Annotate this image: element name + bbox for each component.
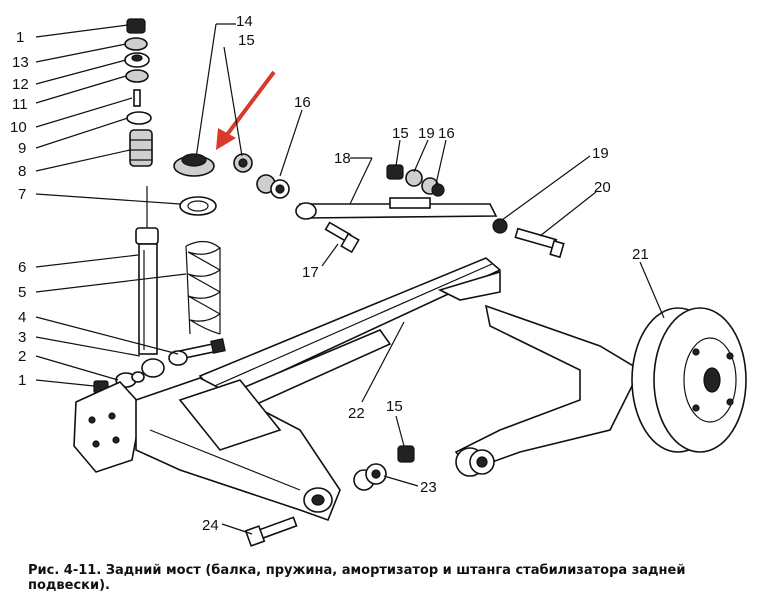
callout-24: 24 xyxy=(202,517,219,534)
bushing-3 xyxy=(168,350,188,366)
spring-cup-14 xyxy=(173,153,215,177)
callout-15-mid: 15 xyxy=(392,125,409,142)
figure-caption: Рис. 4-11. Задний мост (балка, пружина, … xyxy=(28,563,686,593)
callout-labels: 1 13 12 11 10 9 8 7 6 5 4 3 2 1 14 15 16… xyxy=(10,13,649,534)
callout-1-bottom: 1 xyxy=(18,372,26,389)
bolt-20 xyxy=(514,227,565,259)
coil-spring-5 xyxy=(185,240,222,335)
callout-19-right: 19 xyxy=(592,145,609,162)
washer-19-right xyxy=(492,218,508,234)
callout-5: 5 xyxy=(18,284,26,301)
callout-22: 22 xyxy=(348,405,365,422)
washer-19-upper xyxy=(405,169,423,187)
callout-2: 2 xyxy=(18,348,26,365)
callout-16-left: 16 xyxy=(294,94,311,111)
red-pointer-arrow xyxy=(216,70,276,150)
bushing-16-right xyxy=(421,177,445,197)
callout-4: 4 xyxy=(18,309,26,326)
brake-drum-21 xyxy=(631,307,747,453)
callout-1-top: 1 xyxy=(16,29,24,46)
callout-15-bottom: 15 xyxy=(386,398,403,415)
stabilizer-bar-18 xyxy=(295,197,498,220)
callout-15-top: 15 xyxy=(238,32,255,49)
callout-19-mid: 19 xyxy=(418,125,435,142)
left-trailing-arm xyxy=(73,377,341,522)
right-trailing-arm xyxy=(454,304,642,477)
bolt-17 xyxy=(324,221,360,254)
callout-8: 8 xyxy=(18,163,26,180)
top-nut xyxy=(126,18,146,34)
callout-20: 20 xyxy=(594,179,611,196)
nut-15-upper xyxy=(386,164,404,180)
callout-14: 14 xyxy=(236,13,253,30)
callout-10: 10 xyxy=(10,119,27,136)
callout-23: 23 xyxy=(420,479,437,496)
callout-3: 3 xyxy=(18,329,26,346)
callout-16-mid: 16 xyxy=(438,125,455,142)
washer-11 xyxy=(125,69,149,83)
bushing-16-left xyxy=(256,174,290,199)
spring-insulator-7 xyxy=(179,196,217,216)
spacer-10 xyxy=(133,89,141,107)
callout-21: 21 xyxy=(632,246,649,263)
bolt-24 xyxy=(244,516,298,547)
shock-absorber-6 xyxy=(135,186,165,378)
callout-6: 6 xyxy=(18,259,26,276)
axle-beam-22 xyxy=(198,257,502,417)
bushing-23 xyxy=(353,463,387,491)
callout-9: 9 xyxy=(18,140,26,157)
callout-11: 11 xyxy=(12,96,28,113)
callout-7: 7 xyxy=(18,186,26,203)
nut-15-lower xyxy=(397,445,415,463)
callout-17: 17 xyxy=(302,264,319,281)
buffer-8 xyxy=(129,129,153,167)
leader-lines xyxy=(35,23,665,535)
washer-9 xyxy=(126,111,152,125)
bushing-15-top xyxy=(233,153,253,173)
callout-18: 18 xyxy=(334,150,351,167)
callout-12: 12 xyxy=(12,76,29,93)
cushion-12 xyxy=(124,52,150,68)
callout-13: 13 xyxy=(12,54,29,71)
washer-13 xyxy=(124,37,148,51)
